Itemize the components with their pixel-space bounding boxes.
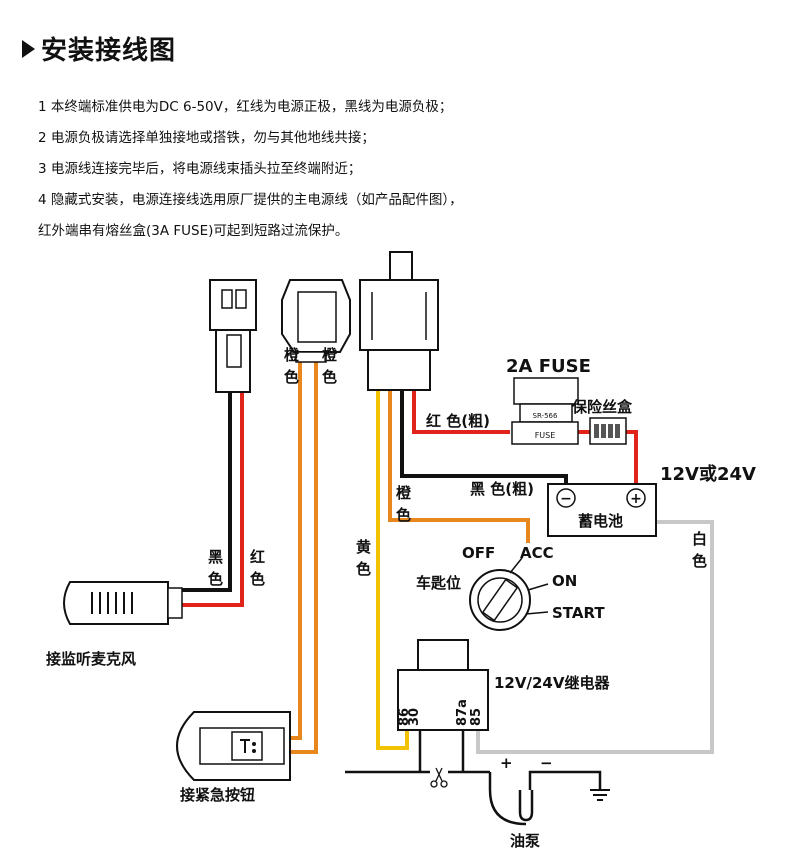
triangle-bullet-icon [22,39,35,58]
emergency-button-device [176,711,291,781]
black-thick-label: 黑 色(粗) [470,480,534,498]
page-title-text: 安装接线图 [41,36,177,66]
red-wire-fuse [412,390,510,434]
relay [397,639,489,731]
fuse-sticker-line1: SR-566 [533,412,558,420]
red-thick-label: 红 色(粗) [426,412,490,430]
orange-wire-button-2 [290,362,318,754]
fuel-pump-label: 油泵 [510,832,540,850]
main-harness-connector [359,251,439,391]
install-notes: 1 本终端标准供电为DC 6-50V，红线为电源正极，黑线为电源负极； 2 电源… [38,92,463,247]
microphone-label: 接监听麦克风 [46,650,136,668]
emergency-button-label: 接紧急按钮 [180,786,255,804]
page-title: 安装接线图 [22,30,176,67]
relay-label: 12V/24V继电器 [494,674,610,692]
fuse-sticker-line2: FUSE [535,431,556,440]
white-wire-relay [476,520,714,754]
key-acc-label: ACC [520,544,554,562]
yellow-label-2: 色 [356,560,371,578]
note-line: 3 电源线连接完毕后，将电源线束插头拉至终端附近； [38,161,362,177]
red-wire-mic [182,392,244,607]
orange-label-b-2: 色 [322,368,337,386]
battery-label: 蓄电池 [578,512,623,530]
ignition-switch [469,557,549,631]
black-wire-battery [400,390,568,488]
key-position-label: 车匙位 [416,574,461,592]
orange-label-c-2: 色 [396,506,411,524]
orange-label-c-1: 橙 [396,484,412,502]
fuse-rating-label: 2A FUSE [506,356,591,377]
key-off-label: OFF [462,544,495,562]
orange-wire-acc [388,390,530,543]
pump-plus-label: + [500,754,513,772]
fuel-pump-icon [488,789,534,826]
black-label-1: 黑 [208,548,223,566]
note-line: 4 隐藏式安装，电源连接线选用原厂提供的主电源线（如产品配件图）， [38,192,463,208]
button-connector [281,279,351,363]
red-label-1: 红 [250,548,265,566]
relay-pin-87a: 87a [455,699,470,726]
fuse-box [589,417,627,445]
battery: − + [547,483,657,537]
yellow-label-1: 黄 [356,538,371,556]
pump-minus-label: − [540,754,553,772]
battery-minus-sign: − [560,491,572,507]
fuse: SR-566 FUSE [511,377,579,445]
key-start-label: START [552,604,605,622]
microphone [63,581,183,625]
orange-label-a-2: 色 [284,368,299,386]
note-line: 2 电源负极请选择单独接地或搭铁，勿与其他地线共接； [38,130,375,146]
orange-label-b-1: 橙 [322,346,338,364]
relay-pin-86: 86 [397,708,412,726]
black-label-2: 色 [208,570,223,588]
battery-plus-sign: + [630,491,642,507]
black-wire-mic [182,392,232,592]
fuse-box-label: 保险丝盒 [571,398,633,416]
mic-connector [209,279,257,393]
pump-minus-line [528,770,602,790]
note-line: 红外端串有熔丝盒(3A FUSE)可起到短路过流保护。 [38,223,349,239]
key-on-label: ON [552,572,577,590]
white-label-1: 白 [692,530,707,548]
note-line: 1 本终端标准供电为DC 6-50V，红线为电源正极，黑线为电源负极； [38,99,453,115]
white-label-2: 色 [692,552,707,570]
relay-pin-30: 30 [407,708,422,726]
yellow-wire-relay [376,390,409,750]
red-label-2: 色 [250,570,265,588]
orange-wire-button-1 [290,362,302,740]
cut-scissors-icon [430,767,448,788]
relay-pin-85: 85 [469,708,484,726]
voltage-label: 12V或24V [660,463,756,485]
ground-symbol-icon [590,789,610,801]
orange-label-a-1: 橙 [284,346,300,364]
